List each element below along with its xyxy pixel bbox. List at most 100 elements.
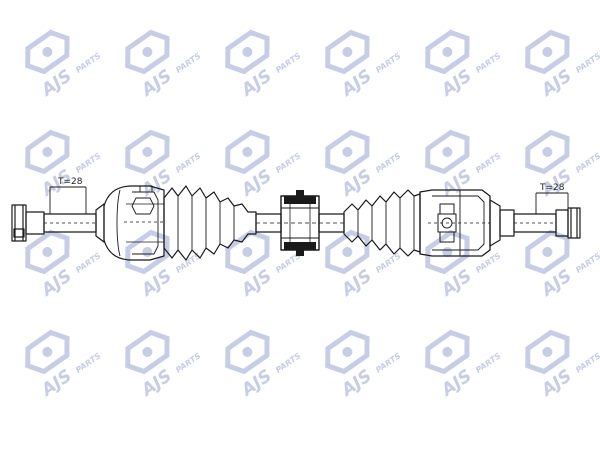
right-stub-shaft — [489, 199, 581, 247]
watermark-suffix: PARTS — [74, 251, 103, 275]
watermark-dot-icon — [342, 246, 353, 257]
right-thread-label: T=28 — [539, 183, 565, 193]
watermark-hexagon-icon — [425, 29, 470, 75]
vibration-damper — [280, 190, 320, 256]
watermark-dot-icon — [442, 46, 453, 57]
watermark-suffix: PARTS — [474, 251, 503, 275]
watermark-dot-icon — [142, 46, 153, 57]
watermark-hexagon-icon — [225, 29, 270, 75]
watermark-dot-icon — [242, 146, 253, 157]
watermark-hexagon-icon — [225, 229, 270, 275]
watermark-hexagon-icon — [225, 129, 270, 175]
watermark-suffix: PARTS — [474, 351, 503, 375]
watermark-hexagon-icon — [225, 329, 270, 375]
watermark-suffix: PARTS — [474, 151, 503, 175]
watermark-suffix: PARTS — [174, 351, 203, 375]
watermark-hexagon-icon — [325, 329, 370, 375]
watermark-dot-icon — [42, 46, 53, 57]
watermark-suffix: PARTS — [174, 151, 203, 175]
inner-tripod-joint — [419, 189, 491, 257]
watermark-dot-icon — [142, 346, 153, 357]
watermark-dot-icon — [542, 246, 553, 257]
watermark-dot-icon — [242, 246, 253, 257]
watermark-dot-icon — [342, 346, 353, 357]
watermark-suffix: PARTS — [74, 151, 103, 175]
watermark-hexagon-icon — [425, 329, 470, 375]
watermark-hexagon-icon — [325, 229, 370, 275]
watermark-dot-icon — [242, 346, 253, 357]
watermark-hexagon-icon — [125, 129, 170, 175]
left-thread-label: T=28 — [57, 177, 83, 187]
watermark-hexagon-icon — [125, 329, 170, 375]
watermark-dot-icon — [242, 46, 253, 57]
watermark-dot-icon — [142, 146, 153, 157]
watermark-dot-icon — [42, 346, 53, 357]
outer-cv-joint — [103, 185, 165, 261]
watermark-suffix: PARTS — [274, 51, 303, 75]
watermark-dot-icon — [42, 146, 53, 157]
left-thread-callout — [49, 186, 87, 214]
watermark-suffix: PARTS — [574, 251, 600, 275]
outer-boot — [163, 185, 257, 261]
left-stub-shaft — [11, 203, 105, 243]
watermark-dot-icon — [442, 146, 453, 157]
watermark-dot-icon — [42, 246, 53, 257]
watermark-suffix: PARTS — [374, 51, 403, 75]
watermark-hexagon-icon — [25, 129, 70, 175]
inner-boot — [343, 189, 421, 257]
watermark-hexagon-icon — [425, 129, 470, 175]
watermark-hexagon-icon — [25, 329, 70, 375]
watermark-hexagon-icon — [125, 229, 170, 275]
watermark-suffix: PARTS — [574, 51, 600, 75]
watermark-suffix: PARTS — [374, 251, 403, 275]
watermark-suffix: PARTS — [574, 151, 600, 175]
watermark-hexagon-icon — [125, 29, 170, 75]
watermark-dot-icon — [542, 146, 553, 157]
watermark-dot-icon — [142, 246, 153, 257]
watermark-hexagon-icon — [325, 129, 370, 175]
watermark-suffix: PARTS — [374, 351, 403, 375]
watermark-suffix: PARTS — [174, 51, 203, 75]
main-shaft — [255, 213, 345, 233]
watermark-dot-icon — [442, 346, 453, 357]
watermark-suffix: PARTS — [274, 351, 303, 375]
watermark-suffix: PARTS — [174, 251, 203, 275]
watermark-hexagon-icon — [25, 29, 70, 75]
right-thread-callout — [535, 192, 569, 214]
watermark-suffix: PARTS — [74, 351, 103, 375]
watermark-dot-icon — [542, 346, 553, 357]
watermark-suffix: PARTS — [74, 51, 103, 75]
watermark-suffix: PARTS — [474, 51, 503, 75]
watermark-hexagon-icon — [325, 29, 370, 75]
watermark-dot-icon — [542, 46, 553, 57]
watermark-hexagon-icon — [525, 329, 570, 375]
drive-shaft-drawing — [11, 185, 581, 261]
watermark-hexagon-icon — [525, 29, 570, 75]
watermark-dot-icon — [342, 46, 353, 57]
watermark-dot-icon — [442, 246, 453, 257]
watermark-suffix: PARTS — [274, 151, 303, 175]
watermark-dot-icon — [342, 146, 353, 157]
